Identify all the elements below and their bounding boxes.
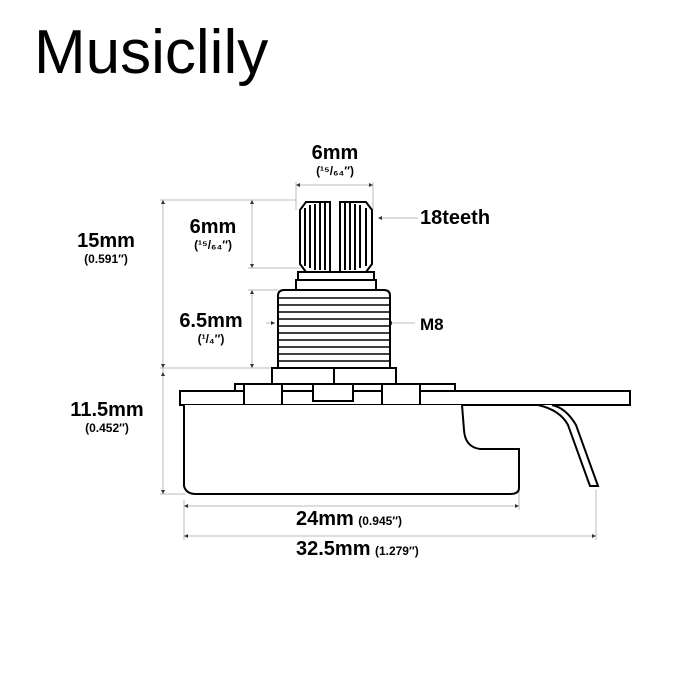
shaft-length-label: 6mm (¹⁵/₆₄″): [189, 216, 237, 252]
body-width-label: 24mm (0.945″): [296, 508, 403, 530]
body-height-label: 11.5mm (0.452″): [70, 399, 144, 435]
bushing-threads: [278, 297, 390, 362]
shaft-diameter-label: 6mm (¹⁵/₆₄″): [311, 142, 359, 178]
shaft-left-half: [299, 201, 331, 273]
bushing-length-label: 6.5mm (¹/₄″): [179, 310, 243, 346]
thread-callout: M8: [420, 315, 444, 334]
pot-body: [179, 201, 631, 495]
total-height-label: 15mm (0.591″): [77, 230, 135, 266]
brand-title: Musiclily: [34, 18, 269, 87]
teeth-callout: 18teeth: [420, 207, 491, 229]
overall-width-label: 32.5mm (1.279″): [296, 538, 419, 560]
shaft-right-half: [339, 201, 373, 273]
